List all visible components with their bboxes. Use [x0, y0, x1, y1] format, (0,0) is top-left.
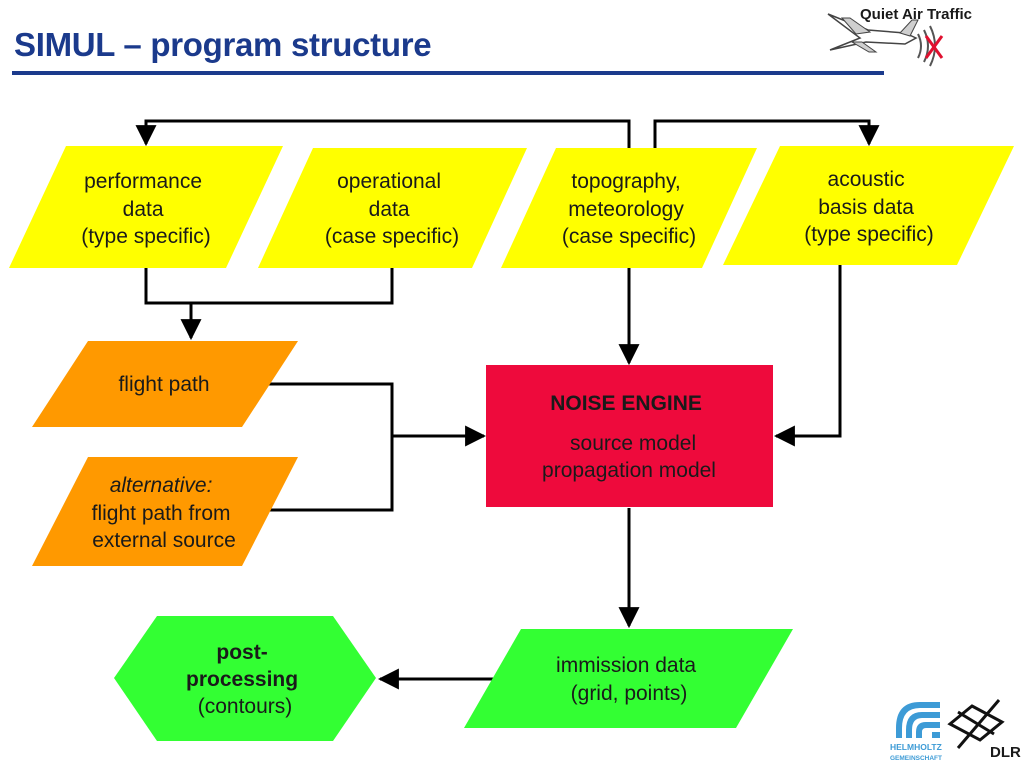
svg-text:acoustic basis data: acoustic basis data (type specific)	[804, 168, 934, 246]
connector-topography-to-acoustic	[653, 119, 880, 148]
node-alternative-flight-path: alternative: flight path from external s…	[32, 457, 298, 566]
svg-text:immission data (grid, po: immission data (grid, points)	[556, 654, 702, 705]
title-underline	[12, 71, 884, 75]
svg-text:topography, meteorology: topography, meteorology (case specific)	[562, 170, 696, 248]
node-noise-engine: NOISE ENGINE source model propagation mo…	[486, 365, 773, 507]
dlr-logo-icon	[947, 699, 1005, 749]
node-acoustic-basis-data: acoustic basis data (type specific)	[723, 146, 1014, 265]
page-title: SIMUL – program structure	[14, 26, 432, 63]
svg-text:alternative: flight path: alternative: flight path from external s…	[92, 474, 237, 552]
connector-alternative-to-noise-engine	[262, 436, 394, 512]
node-operational-data: operational data (case specific)	[258, 148, 527, 268]
svg-text:post- processing (: post- processing (contours)	[186, 641, 304, 718]
helmholtz-logo: HELMHOLTZ GEMEINSCHAFT	[890, 702, 942, 762]
dlr-label: DLR	[990, 744, 1021, 761]
node-performance-data: performance data (type specific)	[9, 146, 283, 268]
brand-text: Quiet Air Traffic	[860, 6, 972, 23]
svg-text:operational data (: operational data (case specific)	[325, 170, 459, 248]
node-immission-data: immission data (grid, points)	[464, 629, 793, 728]
connectors	[135, 119, 880, 690]
node-flight-path: flight path	[32, 341, 298, 427]
svg-text:NOISE ENGINE source mode: NOISE ENGINE source model propagation mo…	[542, 392, 716, 482]
svg-text:HELMHOLTZ: HELMHOLTZ	[890, 742, 942, 752]
node-topography-meteorology: topography, meteorology (case specific)	[501, 148, 757, 268]
node-post-processing: post- processing (contours)	[114, 616, 376, 741]
connector-flight-path-to-noise-engine	[262, 382, 487, 447]
svg-text:GEMEINSCHAFT: GEMEINSCHAFT	[890, 755, 942, 762]
connector-topography-to-performance	[135, 119, 631, 148]
svg-text:performance data (: performance data (type specific)	[81, 170, 211, 248]
connector-acoustic-to-noise-engine	[773, 265, 842, 447]
no-noise-icon	[917, 25, 944, 67]
connector-performance-operational-to-flight-path	[144, 268, 394, 305]
svg-text:flight path: flight path	[118, 373, 209, 396]
airplane-icon	[827, 13, 919, 53]
